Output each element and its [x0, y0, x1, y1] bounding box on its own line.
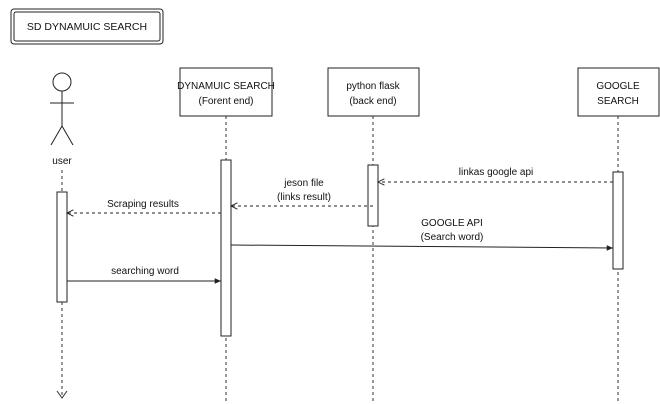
- message-sublabel: (links result): [277, 192, 331, 203]
- diagram-title-frame: SD DYNAMUIC SEARCH: [10, 8, 164, 45]
- participant-google: GOOGLE SEARCH: [577, 67, 660, 117]
- activation-backend: [367, 164, 379, 227]
- participant-frontend-name: DYNAMUIC SEARCH: [177, 81, 275, 92]
- activation-user: [56, 191, 68, 303]
- activation-google: [612, 171, 624, 270]
- diagram-title: SD DYNAMUIC SEARCH: [27, 21, 147, 33]
- participant-backend-name: python flask: [346, 81, 400, 92]
- message-scraping-results: Scraping results: [67, 199, 221, 213]
- message-label: Scraping results: [107, 199, 179, 210]
- activation-frontend: [220, 159, 232, 337]
- message-label: jeson file: [283, 178, 324, 189]
- participant-google-name: GOOGLE: [596, 81, 640, 92]
- message-searching-word: searching word: [67, 266, 221, 284]
- message-jeson-file: jeson file (links result): [231, 178, 373, 206]
- participant-backend-role: (back end): [349, 96, 396, 107]
- actor-user: user: [50, 72, 74, 167]
- message-google-api: GOOGLE API (Search word): [230, 218, 614, 251]
- lifeline-end-arrow-icon: [56, 390, 68, 399]
- participant-google-role: SEARCH: [597, 96, 639, 107]
- message-sublabel: (Search word): [421, 232, 484, 243]
- actor-label: user: [52, 156, 72, 167]
- participant-frontend-role: (Forent end): [198, 96, 253, 107]
- message-label: linkas google api: [459, 167, 534, 178]
- message-linkas-google-api: linkas google api: [378, 167, 613, 182]
- solid-arrow-icon: [230, 244, 614, 251]
- actor-head-icon: [52, 72, 72, 92]
- message-label: searching word: [111, 266, 179, 277]
- participant-frontend: DYNAMUIC SEARCH (Forent end): [177, 67, 275, 117]
- participant-backend: python flask (back end): [327, 67, 420, 117]
- message-label: GOOGLE API: [421, 218, 483, 229]
